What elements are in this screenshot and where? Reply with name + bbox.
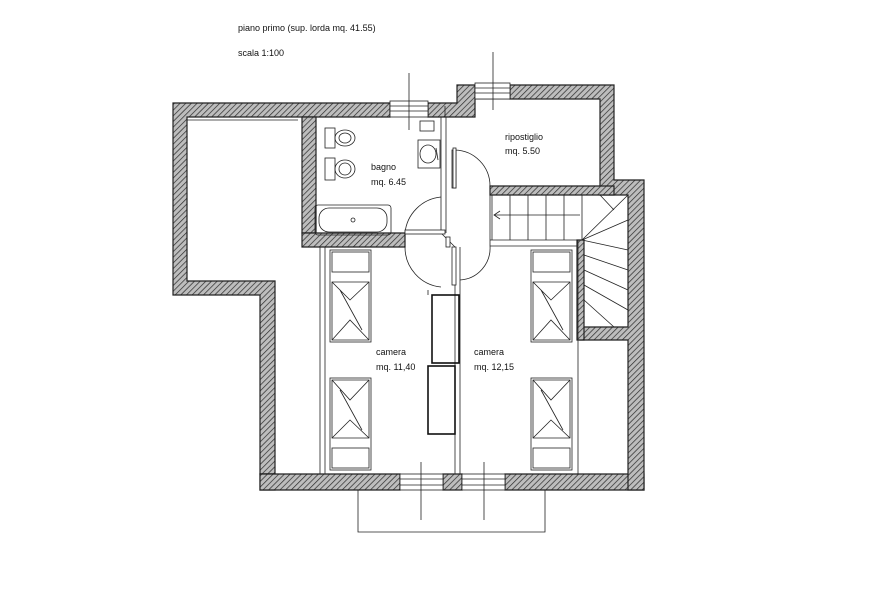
room-name-bagno: bagno bbox=[371, 162, 396, 172]
windows bbox=[389, 52, 511, 520]
bathtub-icon bbox=[314, 204, 392, 236]
wardrobe-upper bbox=[431, 294, 460, 364]
wardrobes bbox=[427, 290, 460, 435]
room-area-camera-left: mq. 11,40 bbox=[376, 362, 415, 372]
window-camera-right bbox=[461, 473, 506, 491]
sink-icon bbox=[417, 139, 441, 169]
wall-bottom-mid bbox=[442, 473, 463, 491]
room-name-camera-left: camera bbox=[376, 347, 406, 357]
bidet-icon bbox=[324, 157, 356, 181]
window-camera-left bbox=[399, 473, 444, 491]
shelf bbox=[419, 120, 435, 132]
wall-top-mid bbox=[427, 84, 476, 118]
doors bbox=[404, 147, 491, 288]
room-name-ripostiglio: ripostiglio bbox=[505, 132, 543, 142]
bed-icon bbox=[530, 377, 573, 471]
room-area-ripostiglio: mq. 5.50 bbox=[505, 146, 540, 156]
window-ripostiglio bbox=[474, 82, 511, 100]
wardrobe-lower bbox=[427, 365, 456, 435]
bed-icon bbox=[329, 377, 372, 471]
plan-scale: scala 1:100 bbox=[238, 48, 284, 58]
beds bbox=[329, 249, 573, 471]
toilet-icon bbox=[324, 127, 356, 149]
walls bbox=[172, 84, 645, 491]
bed-icon bbox=[530, 249, 573, 343]
room-area-camera-right: mq. 12,15 bbox=[474, 362, 514, 372]
balcony-outline bbox=[357, 490, 546, 533]
wall-left-outer bbox=[172, 102, 391, 475]
wall-rip-bottom bbox=[489, 185, 615, 196]
bath-fixtures bbox=[314, 120, 441, 236]
stairs bbox=[491, 194, 629, 328]
room-area-bagno: mq. 6.45 bbox=[371, 177, 406, 187]
wall-bath-left bbox=[301, 116, 317, 234]
room-name-camera-right: camera bbox=[474, 347, 504, 357]
plan-title: piano primo (sup. lorda mq. 41.55) bbox=[238, 23, 376, 33]
bed-icon bbox=[329, 249, 372, 343]
wall-bottom bbox=[259, 473, 401, 491]
wall-bottom-right bbox=[504, 473, 645, 491]
